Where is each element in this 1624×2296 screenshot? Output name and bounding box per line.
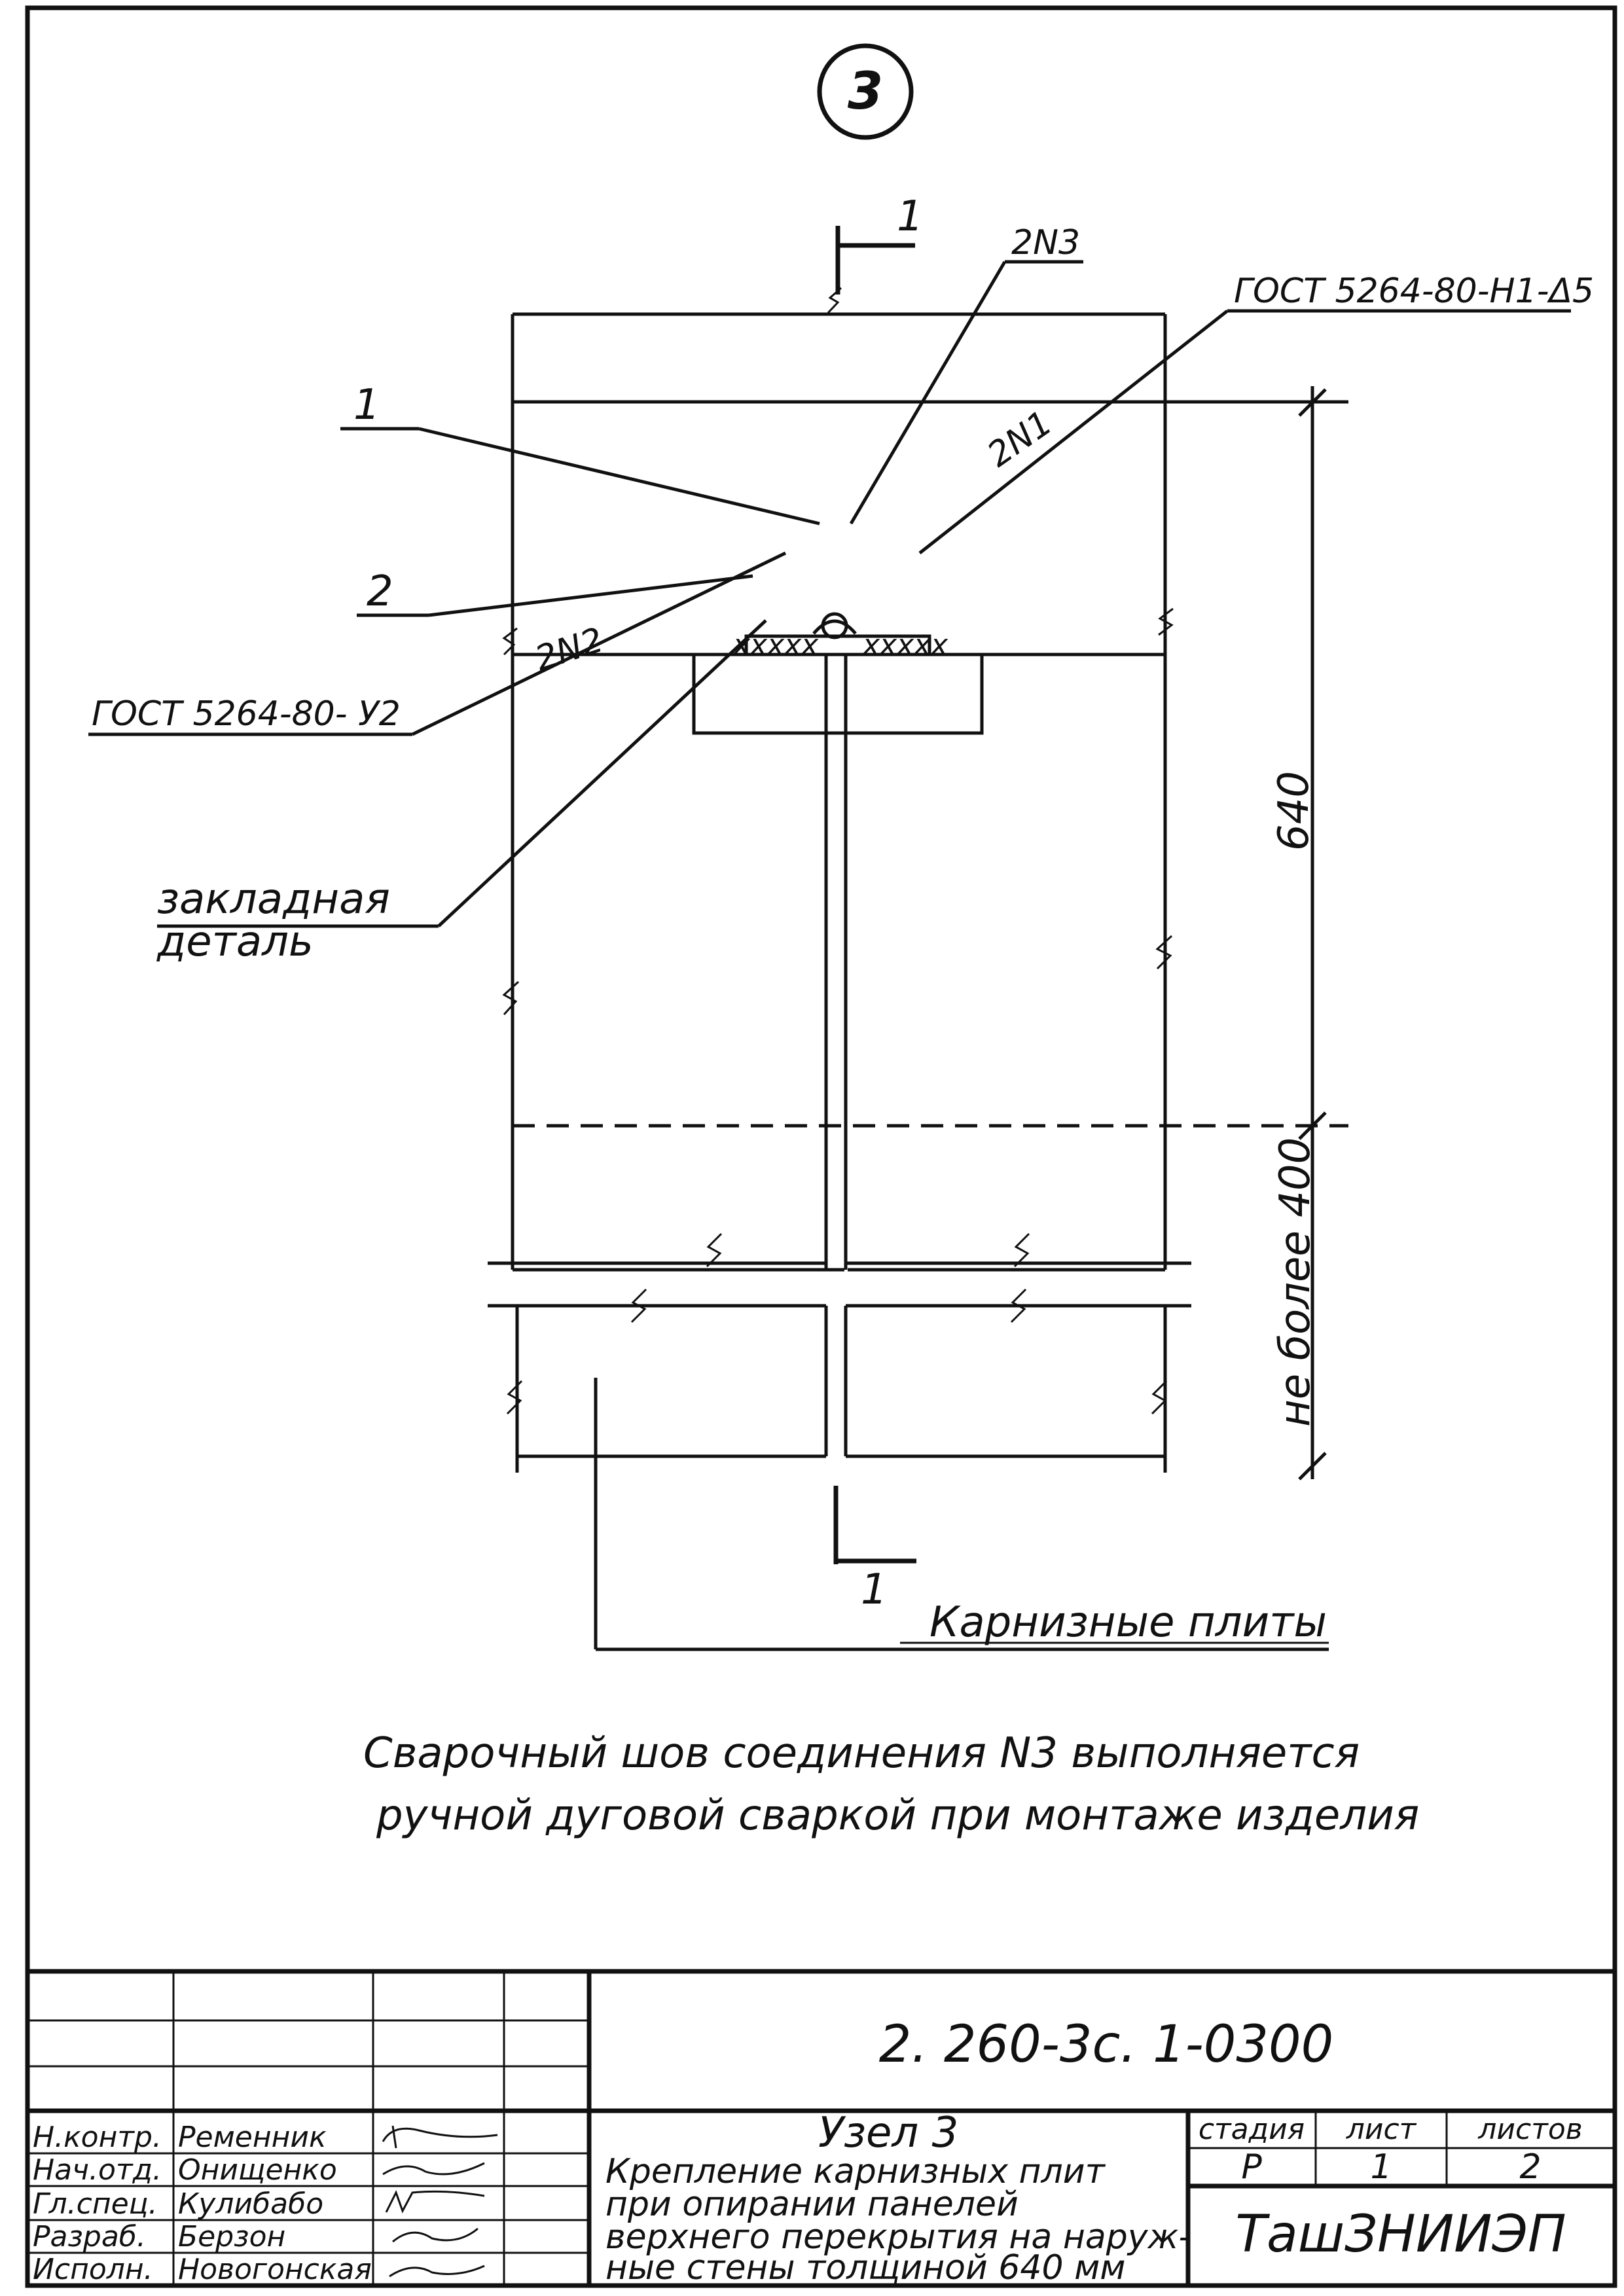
sheet-frame bbox=[25, 5, 1617, 2288]
description-line-4: ные стены толщиной 640 мм bbox=[605, 2248, 1126, 2287]
name-4: Берзон bbox=[178, 2220, 285, 2253]
role-1: Н.контр. bbox=[33, 2121, 162, 2154]
description-line-2: при опирании панелей bbox=[605, 2185, 1019, 2224]
signature-1 bbox=[382, 2125, 498, 2149]
weld-marks-left: xxxxx bbox=[732, 628, 819, 662]
label-embedded-detail-2: деталь bbox=[156, 918, 314, 966]
embedded-detail: xxxxx xxxxx bbox=[692, 612, 984, 1270]
label-embedded-detail-1: закладная bbox=[157, 875, 390, 924]
section-mark-bottom-label: 1 bbox=[861, 1566, 888, 1614]
note-line-2: ручной дуговой сваркой при монтаже издел… bbox=[376, 1791, 1419, 1840]
label-weld-2n2: 2N2 bbox=[530, 620, 607, 679]
signatures bbox=[382, 2125, 498, 2278]
role-4: Разраб. bbox=[33, 2220, 146, 2253]
embedded-plate-block bbox=[692, 653, 984, 735]
sheet-value: 1 bbox=[1370, 2147, 1392, 2187]
node-marker-number: 3 bbox=[848, 62, 883, 121]
role-3: Гл.спец. bbox=[33, 2187, 158, 2221]
leader-lines bbox=[88, 260, 1571, 1644]
label-weld-2n3: 2N3 bbox=[1011, 223, 1080, 262]
name-5: Новогонская bbox=[178, 2253, 372, 2286]
signature-5 bbox=[389, 2265, 485, 2278]
section-mark-bottom: 1 bbox=[833, 1486, 916, 1614]
section-mark-top: 1 bbox=[835, 192, 924, 295]
sheets-value: 2 bbox=[1519, 2147, 1541, 2187]
label-weld-2n1: 2N1 bbox=[981, 403, 1059, 475]
label-gost-left: ГОСТ 5264-80- У2 bbox=[92, 694, 401, 734]
name-3: Кулибабо bbox=[178, 2187, 323, 2221]
node-marker-circle bbox=[817, 43, 914, 140]
cornice-slabs-drawing bbox=[488, 1232, 1329, 1651]
label-gost-top: ГОСТ 5264-80-Н1-Δ5 bbox=[1234, 272, 1594, 311]
round-bar bbox=[821, 612, 848, 639]
role-2: Нач.отд. bbox=[33, 2153, 162, 2187]
stage-value: Р bbox=[1241, 2147, 1262, 2187]
signature-3 bbox=[385, 2190, 485, 2214]
section-mark-top-label: 1 bbox=[897, 192, 924, 241]
weld-marks-right: xxxxx bbox=[861, 628, 948, 662]
signature-2 bbox=[382, 2162, 485, 2176]
title-block bbox=[27, 1969, 1615, 2286]
slab-outline bbox=[502, 287, 1348, 1272]
label-cornice-slabs: Карнизные плиты bbox=[929, 1598, 1327, 1647]
node-marker: 3 bbox=[817, 43, 914, 140]
role-5: Исполн. bbox=[33, 2253, 153, 2286]
label-pos-2: 2 bbox=[367, 567, 393, 616]
description-line-3: верхнего перекрытия на наруж- bbox=[605, 2217, 1191, 2257]
dimension-chain: 640 не более 400 bbox=[1270, 386, 1327, 1480]
organization-name: ТашЗНИИЭП bbox=[1235, 2205, 1566, 2264]
sheets-header: листов bbox=[1477, 2113, 1582, 2146]
label-pos-1: 1 bbox=[353, 381, 380, 429]
document-code: 2. 260-3с. 1-0300 bbox=[879, 2015, 1334, 2074]
description-line-1: Крепление карнизных плит bbox=[605, 2152, 1106, 2191]
signature-4 bbox=[392, 2227, 478, 2243]
node-title: Узел 3 bbox=[818, 2109, 958, 2157]
stage-header: стадия bbox=[1199, 2113, 1305, 2146]
dimension-640: 640 bbox=[1270, 771, 1318, 851]
dimension-max-400: не более 400 bbox=[1271, 1138, 1320, 1427]
sheet-header: лист bbox=[1346, 2113, 1417, 2146]
note-line-1: Сварочный шов соединения N3 выполняется bbox=[363, 1729, 1360, 1778]
name-2: Онищенко bbox=[178, 2153, 337, 2187]
name-1: Ременник bbox=[178, 2121, 327, 2154]
